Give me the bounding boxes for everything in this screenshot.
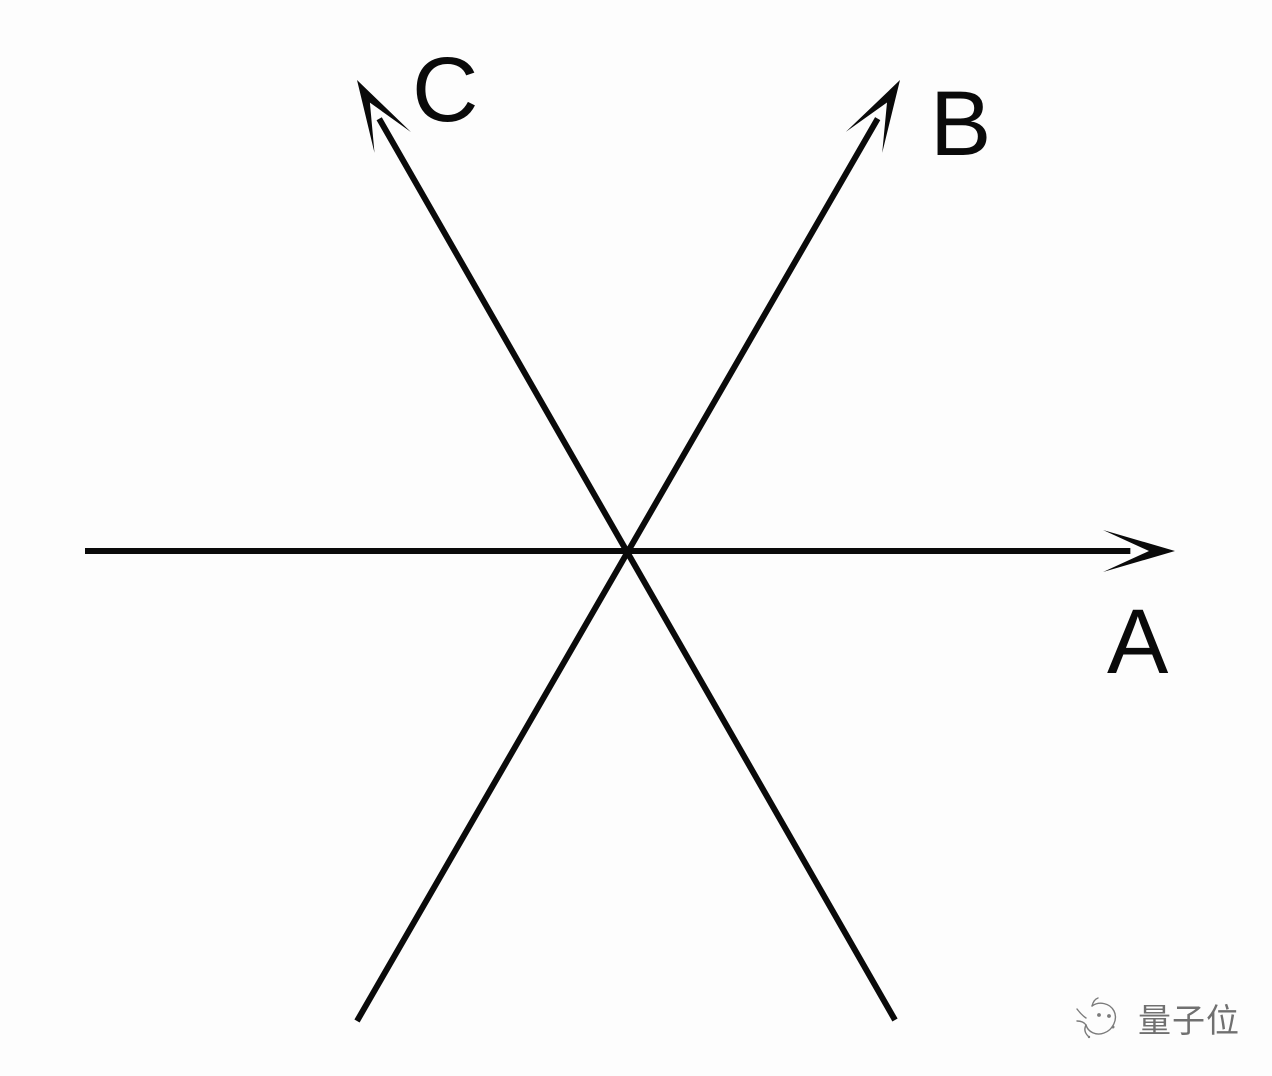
- watermark-text: 量子位: [1138, 1000, 1240, 1040]
- axis-label-a: A: [1107, 591, 1169, 693]
- axis-label-b: B: [930, 73, 992, 175]
- axis-b-group: [354, 80, 900, 1023]
- qbitai-cat-logo-icon: [1076, 997, 1117, 1039]
- axis-b-arrowhead: [845, 80, 900, 153]
- axis-c-group: [357, 80, 898, 1022]
- axis-b-line: [354, 117, 881, 1023]
- axis-a-group: [85, 530, 1175, 572]
- axis-c-arrowhead: [357, 80, 411, 153]
- axis-c-line: [376, 117, 898, 1022]
- axis-label-c: C: [412, 39, 479, 141]
- axis-a-arrowhead: [1103, 530, 1175, 572]
- watermark: 量子位: [1068, 994, 1240, 1046]
